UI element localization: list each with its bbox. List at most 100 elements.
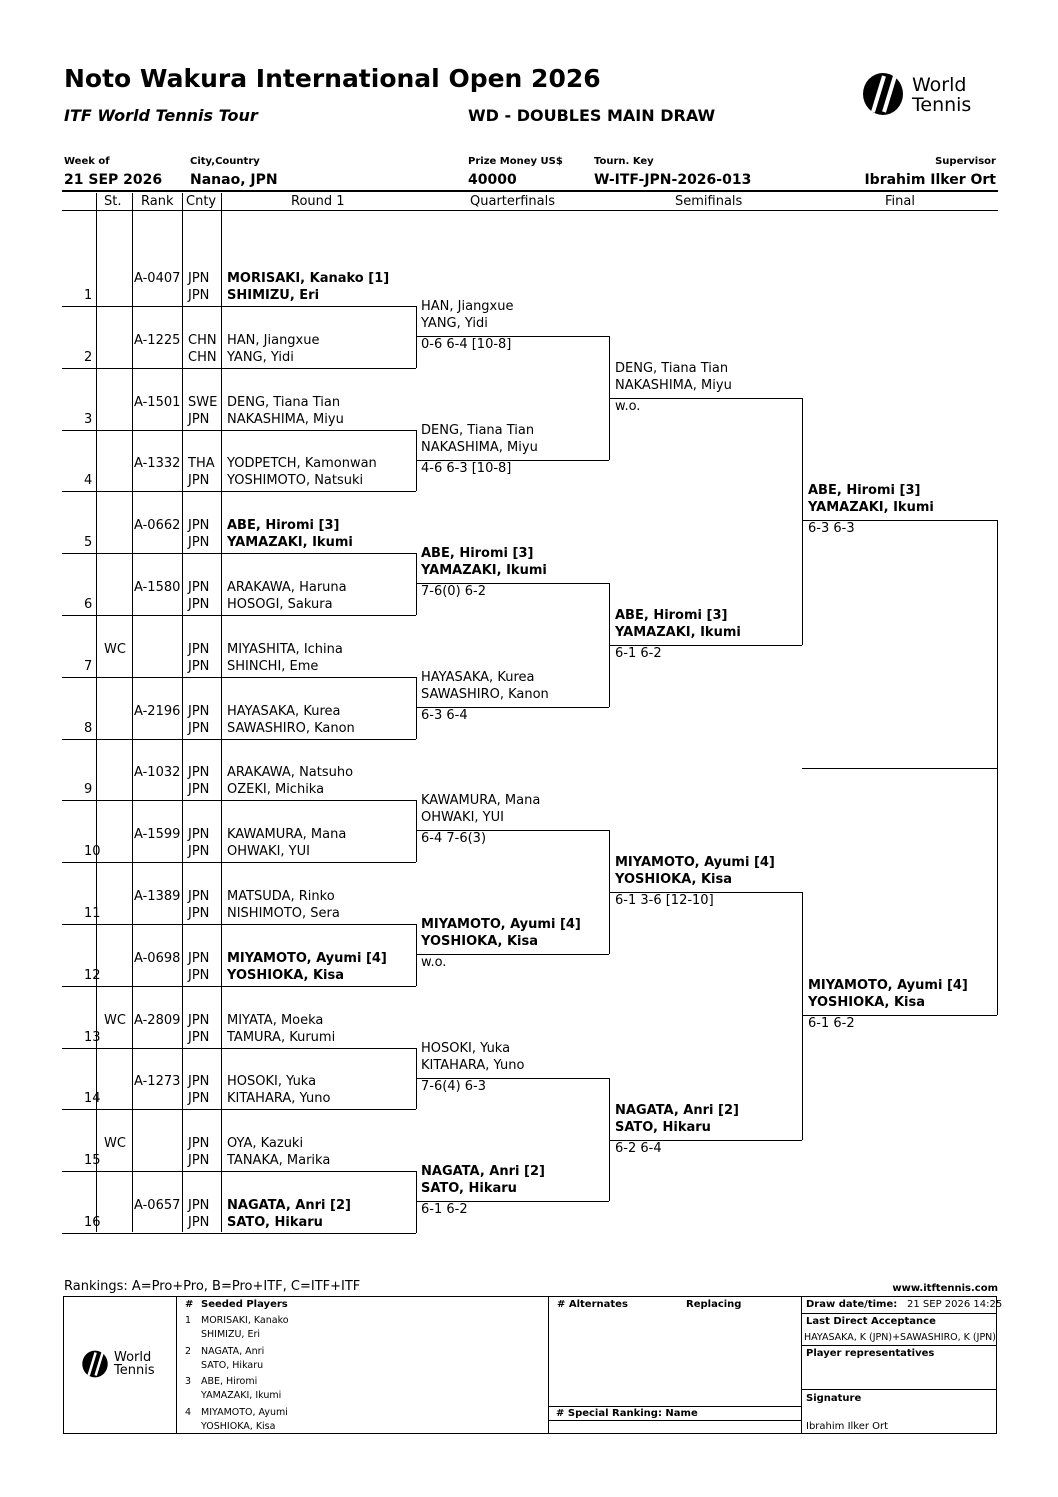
match-score: 6-1 3-6 [12-10] <box>615 893 714 908</box>
winner-name: NAGATA, Anri [2] <box>421 1164 545 1179</box>
grid-line <box>182 193 183 1232</box>
player-name: HAYASAKA, Kurea <box>227 704 341 719</box>
player-name: KITAHARA, Yuno <box>227 1091 331 1106</box>
seed-number: 1 <box>185 1315 192 1326</box>
city-label: City,Country <box>190 156 260 167</box>
player-name: OHWAKI, YUI <box>227 844 310 859</box>
entry-country: JPN <box>188 765 210 780</box>
winner-name: YOSHIOKA, Kisa <box>615 872 733 887</box>
winner-name: YAMAZAKI, Ikumi <box>421 563 547 578</box>
match-score: 6-4 7-6(3) <box>421 831 487 846</box>
player-name: TAMURA, Kurumi <box>227 1030 336 1045</box>
tournament-title: Noto Wakura International Open 2026 <box>64 64 601 93</box>
winner-name: KITAHARA, Yuno <box>421 1058 525 1073</box>
champion-line <box>802 768 997 769</box>
player-name: ARAKAWA, Haruna <box>227 580 347 595</box>
match-score: w.o. <box>421 955 447 970</box>
entry-country: JPN <box>188 642 210 657</box>
bracket-line <box>416 954 609 955</box>
bracket-connector <box>416 924 417 986</box>
winner-name: NAKASHIMA, Miyu <box>421 440 538 455</box>
draw-date-value: 21 SEP 2026 14:25 <box>907 1299 1003 1310</box>
entry-rank: A-2196 <box>134 704 181 719</box>
player-name: SAWASHIRO, Kanon <box>227 721 355 736</box>
entry-country: JPN <box>188 1153 210 1168</box>
bracket-line <box>609 645 802 646</box>
entry-row-line <box>62 739 416 740</box>
entry-rank: A-1273 <box>134 1074 181 1089</box>
bracket-connector <box>416 1171 417 1233</box>
entry-row-line <box>62 491 416 492</box>
grid-line <box>221 193 222 1232</box>
footer-divider <box>801 1389 997 1390</box>
entry-rank: A-0407 <box>134 271 181 286</box>
draw-position: 2 <box>84 350 93 365</box>
entry-rank: A-0698 <box>134 951 181 966</box>
entry-country: JPN <box>188 1074 210 1089</box>
supervisor-value: Ibrahim Ilker Ort <box>864 172 996 188</box>
entry-country: JPN <box>188 968 210 983</box>
entry-country: JPN <box>188 412 210 427</box>
draw-position: 3 <box>84 412 93 427</box>
winner-name: HAN, Jiangxue <box>421 299 514 314</box>
entry-rank: A-1225 <box>134 333 181 348</box>
seed-number: 4 <box>185 1406 192 1418</box>
entry-country: CHN <box>188 333 217 348</box>
bracket-line <box>609 892 802 893</box>
entry-country: JPN <box>188 659 210 674</box>
entry-row-line <box>62 430 416 431</box>
entry-country: JPN <box>188 597 210 612</box>
match-score: 0-6 6-4 [10-8] <box>421 337 512 352</box>
match-score: 6-2 6-4 <box>615 1141 662 1156</box>
week-label: Week of <box>64 156 110 167</box>
seeded-players-title: Seeded Players <box>201 1299 288 1310</box>
entry-country: JPN <box>188 535 210 550</box>
entry-row-line <box>62 306 416 307</box>
match-score: 6-3 6-3 <box>808 521 855 536</box>
entry-status: WC <box>104 1136 126 1151</box>
player-name: SATO, Hikaru <box>227 1215 323 1230</box>
entry-country: JPN <box>188 889 210 904</box>
bracket-line <box>416 460 609 461</box>
entry-row-line <box>62 800 416 801</box>
player-name: MATSUDA, Rinko <box>227 889 335 904</box>
entry-country: THA <box>188 456 215 471</box>
entry-country: JPN <box>188 1198 210 1213</box>
entry-country: JPN <box>188 518 210 533</box>
last-direct-acceptance-value: HAYASAKA, K (JPN)+SAWASHIRO, K (JPN) <box>804 1332 996 1343</box>
bracket-line <box>416 707 609 708</box>
winner-name: NAKASHIMA, Miyu <box>615 378 732 393</box>
bracket-connector <box>997 520 998 1015</box>
match-score: 6-1 6-2 <box>808 1016 855 1031</box>
col-quarterfinals: Quarterfinals <box>470 194 556 209</box>
tour-name: ITF World Tennis Tour <box>64 106 258 125</box>
match-score: 7-6(0) 6-2 <box>421 584 487 599</box>
winner-name: DENG, Tiana Tian <box>615 361 729 376</box>
player-name: MORISAKI, Kanako [1] <box>227 271 390 286</box>
draw-position: 16 <box>84 1215 101 1230</box>
entry-rank: A-1032 <box>134 765 181 780</box>
footer-divider <box>801 1313 997 1314</box>
player-name: DENG, Tiana Tian <box>227 395 341 410</box>
world-tennis-ball-icon <box>863 73 903 115</box>
player-name: SHINCHI, Eme <box>227 659 319 674</box>
winner-name: SAWASHIRO, Kanon <box>421 687 549 702</box>
footer-divider <box>548 1420 801 1421</box>
winner-name: OHWAKI, YUI <box>421 810 504 825</box>
entry-row-line <box>62 924 416 925</box>
seed-player: SHIMIZU, Eri <box>201 1329 261 1340</box>
player-name: SHIMIZU, Eri <box>227 288 320 303</box>
tournament-key-value: W-ITF-JPN-2026-013 <box>594 172 752 188</box>
player-name: KAWAMURA, Mana <box>227 827 347 842</box>
entry-country: JPN <box>188 906 210 921</box>
player-name: HAN, Jiangxue <box>227 333 320 348</box>
player-name: MIYATA, Moeka <box>227 1013 324 1028</box>
bracket-connector <box>802 398 803 645</box>
entry-country: JPN <box>188 951 210 966</box>
match-score: 6-1 6-2 <box>421 1202 468 1217</box>
player-name: MIYASHITA, Ichina <box>227 642 343 657</box>
bracket-line <box>416 1078 609 1079</box>
footer-logo-tennis: Tennis <box>114 1363 155 1378</box>
player-representatives-label: Player representatives <box>806 1348 935 1359</box>
winner-name: DENG, Tiana Tian <box>421 423 535 438</box>
